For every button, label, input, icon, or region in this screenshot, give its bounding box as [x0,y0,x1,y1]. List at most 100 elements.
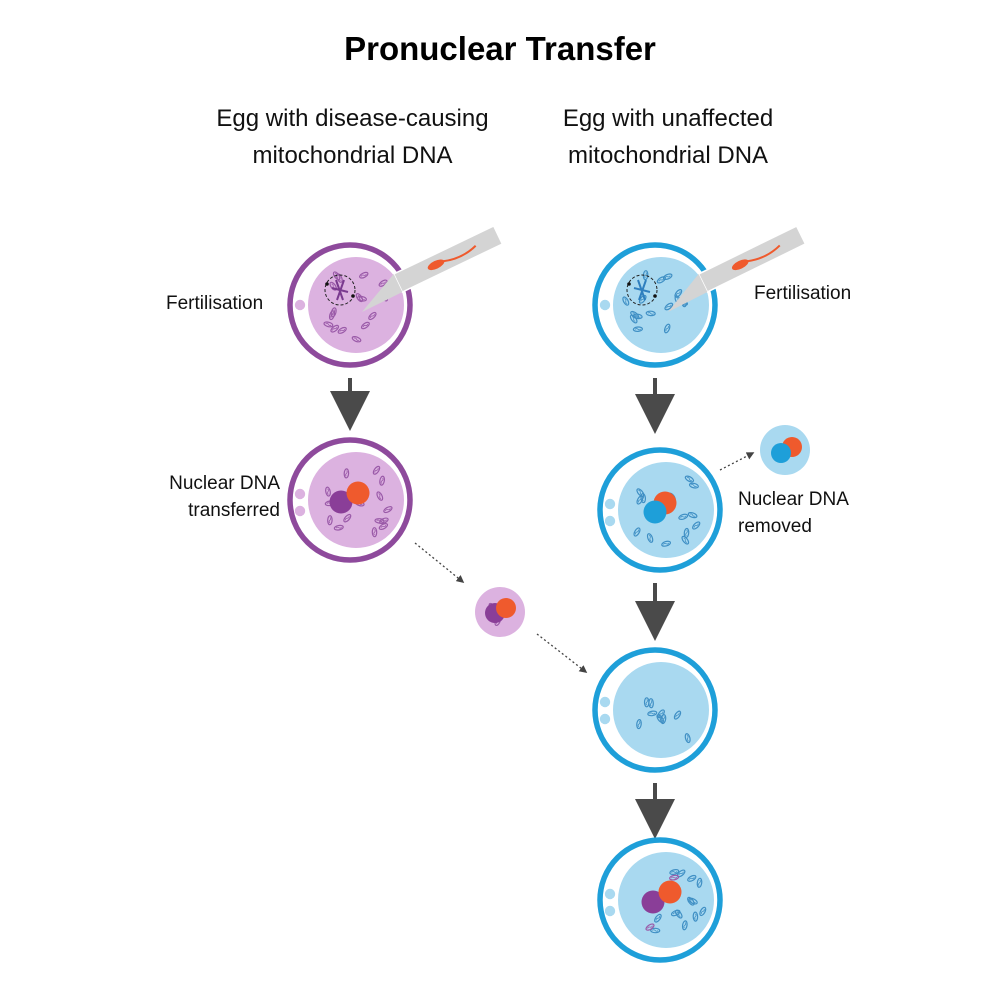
sperm-tail [443,245,477,263]
column-heading-left: Egg with disease-causing mitochondrial D… [216,105,489,169]
mitochondrion [632,313,643,320]
mitochondrion [379,475,386,486]
mitochondrion [684,733,691,744]
pronucleus [771,443,791,463]
mitochondrion [645,310,656,317]
mitochondrion [343,468,350,479]
page-title: Pronuclear Transfer [344,30,656,67]
mitochondrion [372,465,381,475]
mitochondrion [378,522,389,531]
mitochondrion [656,714,664,724]
mitochondrion [622,296,630,306]
mitochondrion [351,335,362,343]
spindle [626,274,658,306]
mitochondrion [654,913,662,923]
pipette-body [392,224,504,294]
egg-reconstructed-embryo [597,837,723,963]
polar-body [604,888,616,900]
mitochondrion [661,540,672,547]
label-fertilisation-left: Fertilisation [166,293,264,314]
mitochondrion [368,311,377,321]
mitochondrion [663,323,671,334]
mitochondrion [692,911,699,922]
egg-disease-zygote [287,437,413,563]
column-heading-right: Egg with unaffected mitochondrial DNA [562,105,774,169]
mitochondrion [687,511,698,519]
mitochondrion [681,920,688,931]
egg-healthy-zygote [597,447,723,573]
mitochondrion [376,491,384,501]
mitochondrion [678,513,689,520]
transfer-arrow [414,542,465,583]
mitochondrion [633,527,641,537]
mitochondrion [330,324,340,333]
mitochondrion [360,321,370,330]
polar-body [599,299,611,311]
mitochondrion [336,273,343,283]
egg-cytoplasm [306,255,406,355]
polar-body [604,498,616,510]
mitochondrion [378,279,388,287]
mitochondrion [337,326,347,334]
mitochondrion [673,710,682,720]
sperm-tail [747,244,781,263]
mitochondrion [696,877,703,888]
polar-body [604,515,616,527]
mitochondrion [669,869,680,875]
polar-body [599,713,611,725]
mitochondrion [356,295,367,302]
pronucleus [496,598,516,618]
pronucleus [643,500,667,524]
mitochondrion [647,710,658,717]
mitochondrion [343,513,352,523]
pronucleus [329,490,353,514]
micropipette-left [362,224,504,312]
mitochondrion [645,923,655,931]
label-nuclear-dna-removed: Nuclear DNA removed [738,489,848,537]
egg-healthy-fertilisation [592,242,718,368]
arrows-layer [330,378,755,839]
egg-cytoplasm [611,660,711,760]
mitochondrion [643,697,650,708]
mitochondrion [699,906,707,917]
mitochondrion [674,289,683,298]
polar-body [604,905,616,917]
mitochondrion [640,493,647,504]
cells-layer [287,242,810,963]
mitochondrion [632,326,643,333]
sperm-head [731,259,749,271]
mitochondrion [684,475,695,483]
mitochondrion [670,909,681,917]
pipette-tip [668,274,708,312]
mitochondrion [646,533,654,543]
spindle [324,274,356,306]
polar-body [599,696,611,708]
egg-disease-fertilisation [287,242,413,368]
mitochondrion [327,515,333,526]
mitochondrion [688,897,698,905]
transfer-arrow [536,633,588,673]
polar-body [294,505,306,517]
karyoplast-transferred [475,587,525,637]
mitochondrion [636,719,642,730]
pipette-tip [362,273,403,312]
karyoplast-removed [760,425,810,475]
tools-layer [362,224,807,312]
mitochondrion [323,321,334,328]
pronucleus [346,481,370,505]
mitochondrion [333,524,344,531]
sperm-head [427,259,445,271]
pronucleus [641,890,665,914]
mitochondrion [656,276,666,284]
mitochondrion [383,506,393,514]
micropipette-right [668,225,807,312]
mitochondrion [681,535,690,545]
mitochondrion [683,527,690,539]
mitochondrion [371,527,378,538]
polar-body [294,299,306,311]
mitochondrion [687,874,697,882]
pronucleus [658,880,682,904]
label-fertilisation-right: Fertilisation [754,283,852,304]
mitochondrion [325,486,331,497]
